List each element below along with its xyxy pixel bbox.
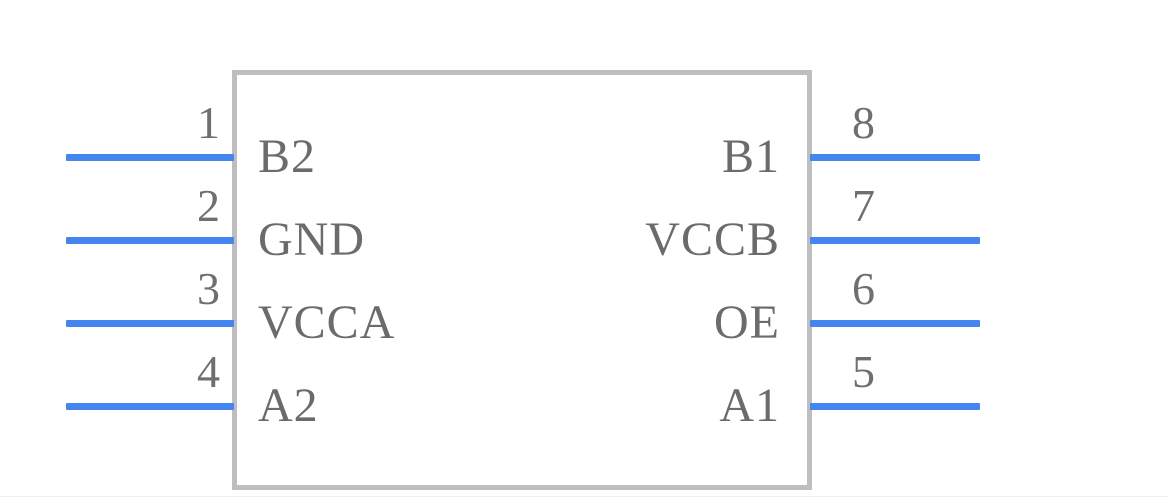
pin-wire-right-5[interactable] (810, 403, 980, 410)
pin-name-left-4: A2 (258, 379, 319, 432)
pin-wire-left-3[interactable] (66, 320, 234, 327)
pin-name-left-1: B2 (258, 130, 317, 183)
pin-name-left-3: VCCA (258, 296, 396, 349)
pin-wire-left-4[interactable] (66, 403, 234, 410)
ic-body-outline (232, 70, 812, 490)
pin-name-right-7: VCCB (645, 213, 780, 266)
pin-wire-left-2[interactable] (66, 237, 234, 244)
pin-wire-right-7[interactable] (810, 237, 980, 244)
pin-number-right-5: 5 (852, 346, 875, 397)
pin-number-left-3: 3 (197, 263, 220, 314)
pin-number-left-1: 1 (197, 97, 220, 148)
pin-number-right-7: 7 (852, 180, 875, 231)
pin-name-left-2: GND (258, 213, 365, 266)
pin-number-left-2: 2 (197, 180, 220, 231)
pin-wire-right-8[interactable] (810, 154, 980, 161)
pin-name-right-5: A1 (719, 379, 780, 432)
pin-wire-left-1[interactable] (66, 154, 234, 161)
pin-name-right-6: OE (714, 296, 780, 349)
pin-number-right-8: 8 (852, 97, 875, 148)
pin-name-right-8: B1 (721, 130, 780, 183)
bottom-divider (0, 496, 1168, 497)
pin-number-right-6: 6 (852, 263, 875, 314)
pin-number-left-4: 4 (197, 346, 220, 397)
pin-wire-right-6[interactable] (810, 320, 980, 327)
